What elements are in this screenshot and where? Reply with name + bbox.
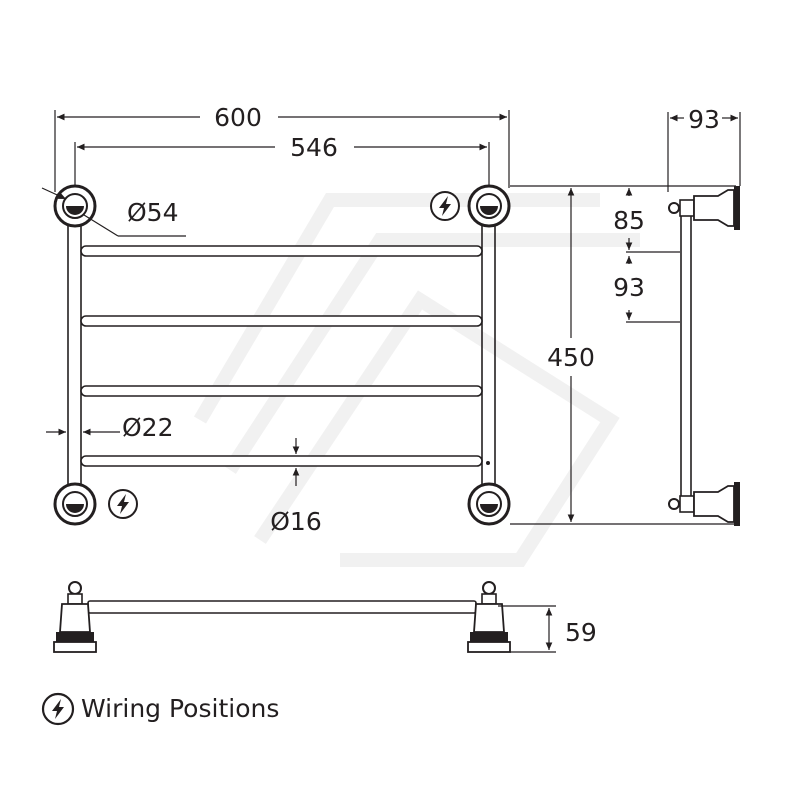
right-pipe <box>481 226 496 486</box>
lightning-bolt-icon <box>108 489 138 519</box>
side-view: 93 85 93 <box>613 105 741 526</box>
lightning-bolt-icon <box>430 191 460 221</box>
dimension-bar-diameter: Ø16 <box>270 438 322 536</box>
bracket-bottom-left <box>53 482 97 526</box>
towel-bar-4 <box>80 455 483 467</box>
dimension-base-height: 59 <box>498 605 597 653</box>
height-label: 450 <box>547 343 595 372</box>
bar-spacing-label: 93 <box>613 273 645 302</box>
legend: Wiring Positions <box>41 692 279 726</box>
dimension-rail-span: 546 <box>74 133 490 186</box>
bar-diameter-label: Ø16 <box>270 507 322 536</box>
towel-bar-3 <box>80 385 483 397</box>
dimension-overall-width: 600 <box>54 103 510 192</box>
dimension-depth: 93 <box>667 105 741 192</box>
dimension-bracket-diameter: Ø54 <box>41 187 186 237</box>
top-view: 59 <box>53 581 597 653</box>
rail-span-label: 546 <box>290 133 338 162</box>
dimension-bar-spacing: 93 <box>613 256 680 323</box>
left-pipe <box>67 226 82 486</box>
side-fitting-top <box>668 186 740 230</box>
top-offset-label: 85 <box>613 206 645 235</box>
bracket-diameter-label: Ø54 <box>127 198 179 227</box>
bracket-top-left <box>53 184 97 228</box>
top-view-bar <box>87 600 477 614</box>
lightning-bolt-icon <box>41 692 75 726</box>
top-view-left-post <box>53 581 97 653</box>
base-height-label: 59 <box>565 618 597 647</box>
overall-width-label: 600 <box>214 103 262 132</box>
dimension-height: 450 <box>510 185 736 525</box>
side-fitting-bottom <box>668 482 740 526</box>
towel-bar-2 <box>80 315 483 327</box>
dimension-top-offset: 85 <box>613 188 680 253</box>
pipe-diameter-label: Ø22 <box>122 413 174 442</box>
towel-bar-1 <box>80 245 483 257</box>
front-view: 600 546 Ø54 Ø22 Ø16 <box>41 103 736 536</box>
bracket-bottom-right <box>467 482 511 526</box>
depth-label: 93 <box>688 105 720 134</box>
bracket-top-right <box>467 184 511 228</box>
legend-label: Wiring Positions <box>81 694 279 723</box>
dimension-pipe-diameter: Ø22 <box>46 413 174 442</box>
top-view-right-post <box>467 581 511 653</box>
